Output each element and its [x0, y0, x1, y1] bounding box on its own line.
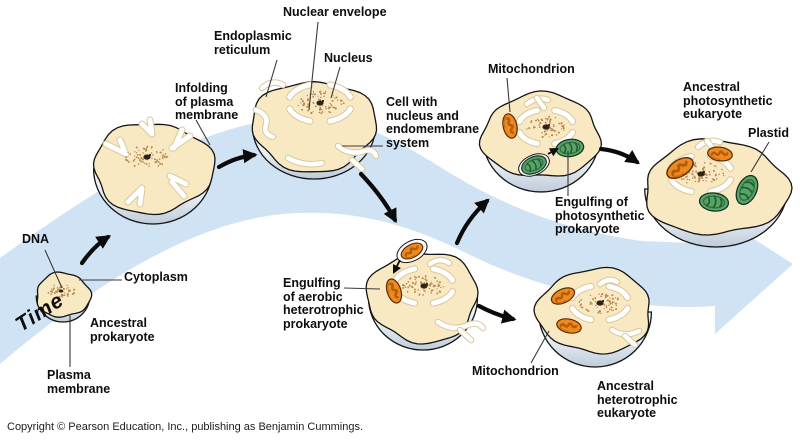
engulfing-aerobic-cell [365, 238, 487, 351]
nucleus-label: Nucleus [324, 51, 373, 65]
plastid-organelle [698, 192, 730, 212]
nuclear-envelope-label: Nuclear envelope [283, 5, 387, 19]
ancestral-prokaryote-cell [35, 271, 93, 323]
mitochondrion-organelle [556, 318, 582, 334]
dna-blob [596, 300, 604, 306]
leader-line [330, 66, 341, 99]
stage-arrow [598, 146, 640, 165]
engulfing-arrow [392, 259, 402, 275]
engulfing-photosynthetic-cell [478, 90, 603, 193]
dna-blob [316, 100, 324, 106]
dna-blob [697, 171, 705, 177]
stage-arrows [79, 146, 640, 324]
ancestral-heterotrophic-cell [533, 266, 653, 368]
ancestral-photosynthetic-cell [644, 137, 793, 248]
plastid-organelle [518, 153, 550, 177]
stage-arrow [216, 149, 258, 170]
stage-arrow [79, 234, 112, 266]
plastid-organelle [735, 174, 759, 206]
dna-blob [542, 124, 550, 130]
mitochondrion-organelle [550, 287, 576, 305]
plastid-organelle [555, 138, 585, 158]
leader-line [308, 21, 319, 111]
leader-line [530, 330, 550, 364]
ancestral-heterotrophic-label: Ancestral heterotrophic eukaryote [597, 379, 678, 420]
cytoplasm-label: Cytoplasm [124, 270, 188, 284]
infolding-label: Infolding of plasma membrane [175, 81, 239, 122]
mitochondrion-bottom-label: Mitochondrion [472, 364, 559, 378]
cell-with-nucleus-label: Cell with nucleus and endomembrane syste… [386, 95, 480, 150]
mitochondrion-organelle [385, 278, 403, 304]
copyright-text: Copyright © Pearson Education, Inc., pub… [7, 421, 364, 433]
nucleoid-stipple [526, 115, 565, 139]
nucleoid-stipple [678, 162, 725, 184]
engulfing-arrow [547, 147, 559, 157]
mitochondrion-top-label: Mitochondrion [488, 62, 575, 76]
leader-line [343, 287, 381, 290]
dna-label: DNA [22, 232, 50, 246]
mitochondrion-organelle [396, 238, 428, 264]
ancestral-prokaryote-label: Ancestral prokaryote [90, 316, 155, 344]
plastid-label: Plastid [748, 126, 789, 140]
stage-arrow [358, 171, 398, 224]
nucleoid-stipple [47, 284, 76, 299]
endoplasmic-reticulum-label: Endoplasmic reticulum [214, 29, 292, 57]
stage-arrow [476, 303, 517, 324]
plasma-membrane-label: Plasma membrane [47, 368, 111, 396]
cells-layer [35, 79, 793, 368]
leader-line [750, 141, 770, 173]
leader-line [506, 77, 511, 113]
stage-arrow [454, 198, 490, 246]
nucleoid-stipple [297, 90, 345, 115]
leader-line [265, 59, 278, 98]
nucleated-cell [251, 79, 380, 180]
leader-lines [44, 21, 770, 367]
mitochondrion-organelle [666, 156, 694, 180]
dna-blob [420, 283, 428, 289]
dna-blob [143, 154, 151, 160]
infolding-cell [92, 116, 216, 225]
leader-line [44, 249, 63, 289]
mitochondrion-organelle [502, 113, 518, 139]
leader-line [195, 119, 211, 146]
ancestral-photosynthetic-label: Ancestral photosynthetic eukaryote [683, 80, 773, 121]
engulfing-aerobic-label: Engulfing of aerobic heterotrophic proka… [283, 276, 364, 331]
engulfing-photosynthetic-label: Engulfing of photosynthetic prokaryote [555, 195, 645, 236]
mitochondrion-organelle [707, 146, 733, 162]
dna-blob [58, 289, 64, 293]
